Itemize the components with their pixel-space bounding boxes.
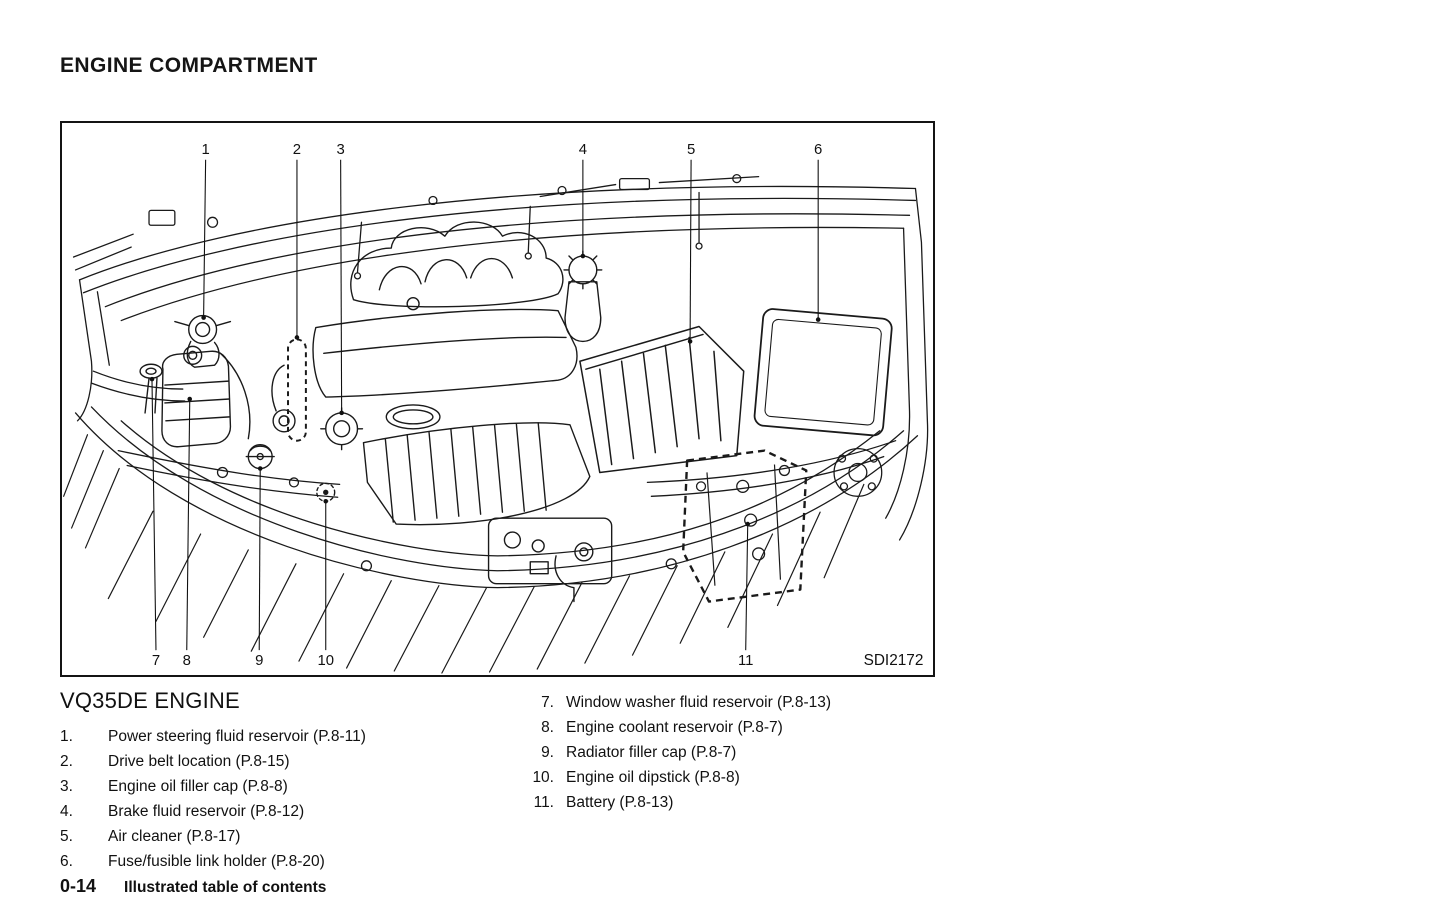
legend-item-label: Air cleaner (P.8-17): [108, 828, 241, 845]
legend-item-number: 4.: [60, 803, 73, 820]
legend-item: 1. Power steering fluid reservoir (P.8-1…: [60, 724, 510, 749]
legend-item-label: Window washer fluid reservoir (P.8-13): [566, 694, 832, 711]
callout-numbers: 1 2 3 4 5 6 7 8 9 10 11: [152, 142, 822, 669]
legend-item: 4. Brake fluid reservoir (P.8-12): [60, 799, 510, 824]
legend-list-right: 7. Window washer fluid reservoir (P.8-13…: [520, 690, 1020, 815]
radiator-filler-cap: [245, 443, 275, 470]
callout-number-11: 11: [738, 653, 753, 669]
legend-item: 6. Fuse/fusible link holder (P.8-20): [60, 849, 510, 874]
legend-item-label: Fuse/fusible link holder (P.8-20): [108, 853, 325, 870]
legend-item: 10. Engine oil dipstick (P.8-8): [520, 765, 1020, 790]
legend-item: 3. Engine oil filler cap (P.8-8): [60, 774, 510, 799]
washer-fluid-filler: [139, 363, 163, 414]
engine-heading: VQ35DE ENGINE: [60, 688, 240, 713]
air-cleaner: [579, 325, 745, 474]
engine-oil-dipstick: [316, 482, 336, 502]
cowl-and-body: [72, 173, 929, 589]
legend-item-label: Brake fluid reservoir (P.8-12): [108, 803, 305, 820]
page-title: ENGINE COMPARTMENT: [60, 54, 318, 77]
brake-fluid-reservoir: [563, 250, 603, 343]
legend-item: 2. Drive belt location (P.8-15): [60, 749, 510, 774]
engine-center: [245, 221, 613, 603]
legend-item-number: 3.: [60, 778, 73, 795]
callout-leaders: [149, 159, 821, 651]
legend-item-label: Drive belt location (P.8-15): [108, 753, 290, 770]
legend-item-label: Engine oil filler cap (P.8-8): [108, 778, 288, 795]
legend-item-number: 11.: [533, 794, 554, 811]
callout-number-5: 5: [687, 142, 695, 158]
legend-item-number: 7.: [541, 694, 554, 711]
legend-item-number: 8.: [541, 719, 554, 736]
legend-item-label: Power steering fluid reservoir (P.8-11): [108, 728, 366, 745]
page-footer: 0-14 Illustrated table of contents: [60, 876, 326, 897]
callout-number-8: 8: [183, 653, 191, 669]
callout-number-4: 4: [579, 142, 587, 158]
legend-list-left: 1. Power steering fluid reservoir (P.8-1…: [60, 724, 510, 874]
legend: VQ35DE ENGINE 1. Power steering fluid re…: [60, 688, 1400, 873]
legend-item: 9. Radiator filler cap (P.8-7): [520, 740, 1020, 765]
legend-item: 11. Battery (P.8-13): [520, 790, 1020, 815]
oil-filler-cap: [320, 407, 364, 451]
drive-belt-outline: [287, 338, 307, 442]
legend-item-label: Radiator filler cap (P.8-7): [566, 744, 737, 761]
figure-code: SDI2172: [864, 652, 924, 669]
legend-item-number: 10.: [532, 769, 554, 786]
legend-item-number: 5.: [60, 828, 73, 845]
legend-item: 7. Window washer fluid reservoir (P.8-13…: [520, 690, 1020, 715]
footer-page-number: 0-14: [60, 876, 97, 896]
engine-diagram-figure: 1 2 3 4 5 6 7 8 9 10 11 SDI2172: [60, 121, 935, 677]
legend-column-left: VQ35DE ENGINE 1. Power steering fluid re…: [60, 688, 510, 874]
legend-column-right: 7. Window washer fluid reservoir (P.8-13…: [520, 690, 1020, 815]
legend-item-label: Engine oil dipstick (P.8-8): [566, 769, 740, 786]
legend-item: 5. Air cleaner (P.8-17): [60, 824, 510, 849]
engine-compartment-diagram: 1 2 3 4 5 6 7 8 9 10 11 SDI2172: [63, 142, 929, 674]
power-steering-reservoir: [174, 314, 232, 368]
legend-item-number: 9.: [541, 744, 554, 761]
fuse-box: [753, 308, 893, 437]
hatching: [63, 434, 865, 674]
hood-latch: [487, 517, 613, 603]
callout-number-10: 10: [317, 653, 334, 669]
legend-item-number: 6.: [60, 853, 73, 870]
callout-number-6: 6: [814, 142, 822, 158]
battery-outline: [681, 449, 808, 603]
callout-number-7: 7: [152, 653, 160, 669]
legend-item-number: 1.: [60, 728, 73, 745]
legend-item: 8. Engine coolant reservoir (P.8-7): [520, 715, 1020, 740]
callout-number-1: 1: [201, 142, 209, 158]
legend-item-number: 2.: [60, 753, 73, 770]
legend-item-label: Engine coolant reservoir (P.8-7): [566, 719, 783, 736]
callout-number-3: 3: [336, 142, 344, 158]
footer-section-title: Illustrated table of contents: [124, 879, 327, 896]
left-reservoirs: [139, 314, 251, 448]
legend-item-label: Battery (P.8-13): [566, 794, 674, 811]
coolant-reservoir: [161, 345, 232, 448]
callout-number-9: 9: [255, 653, 263, 669]
callout-number-2: 2: [293, 142, 301, 158]
